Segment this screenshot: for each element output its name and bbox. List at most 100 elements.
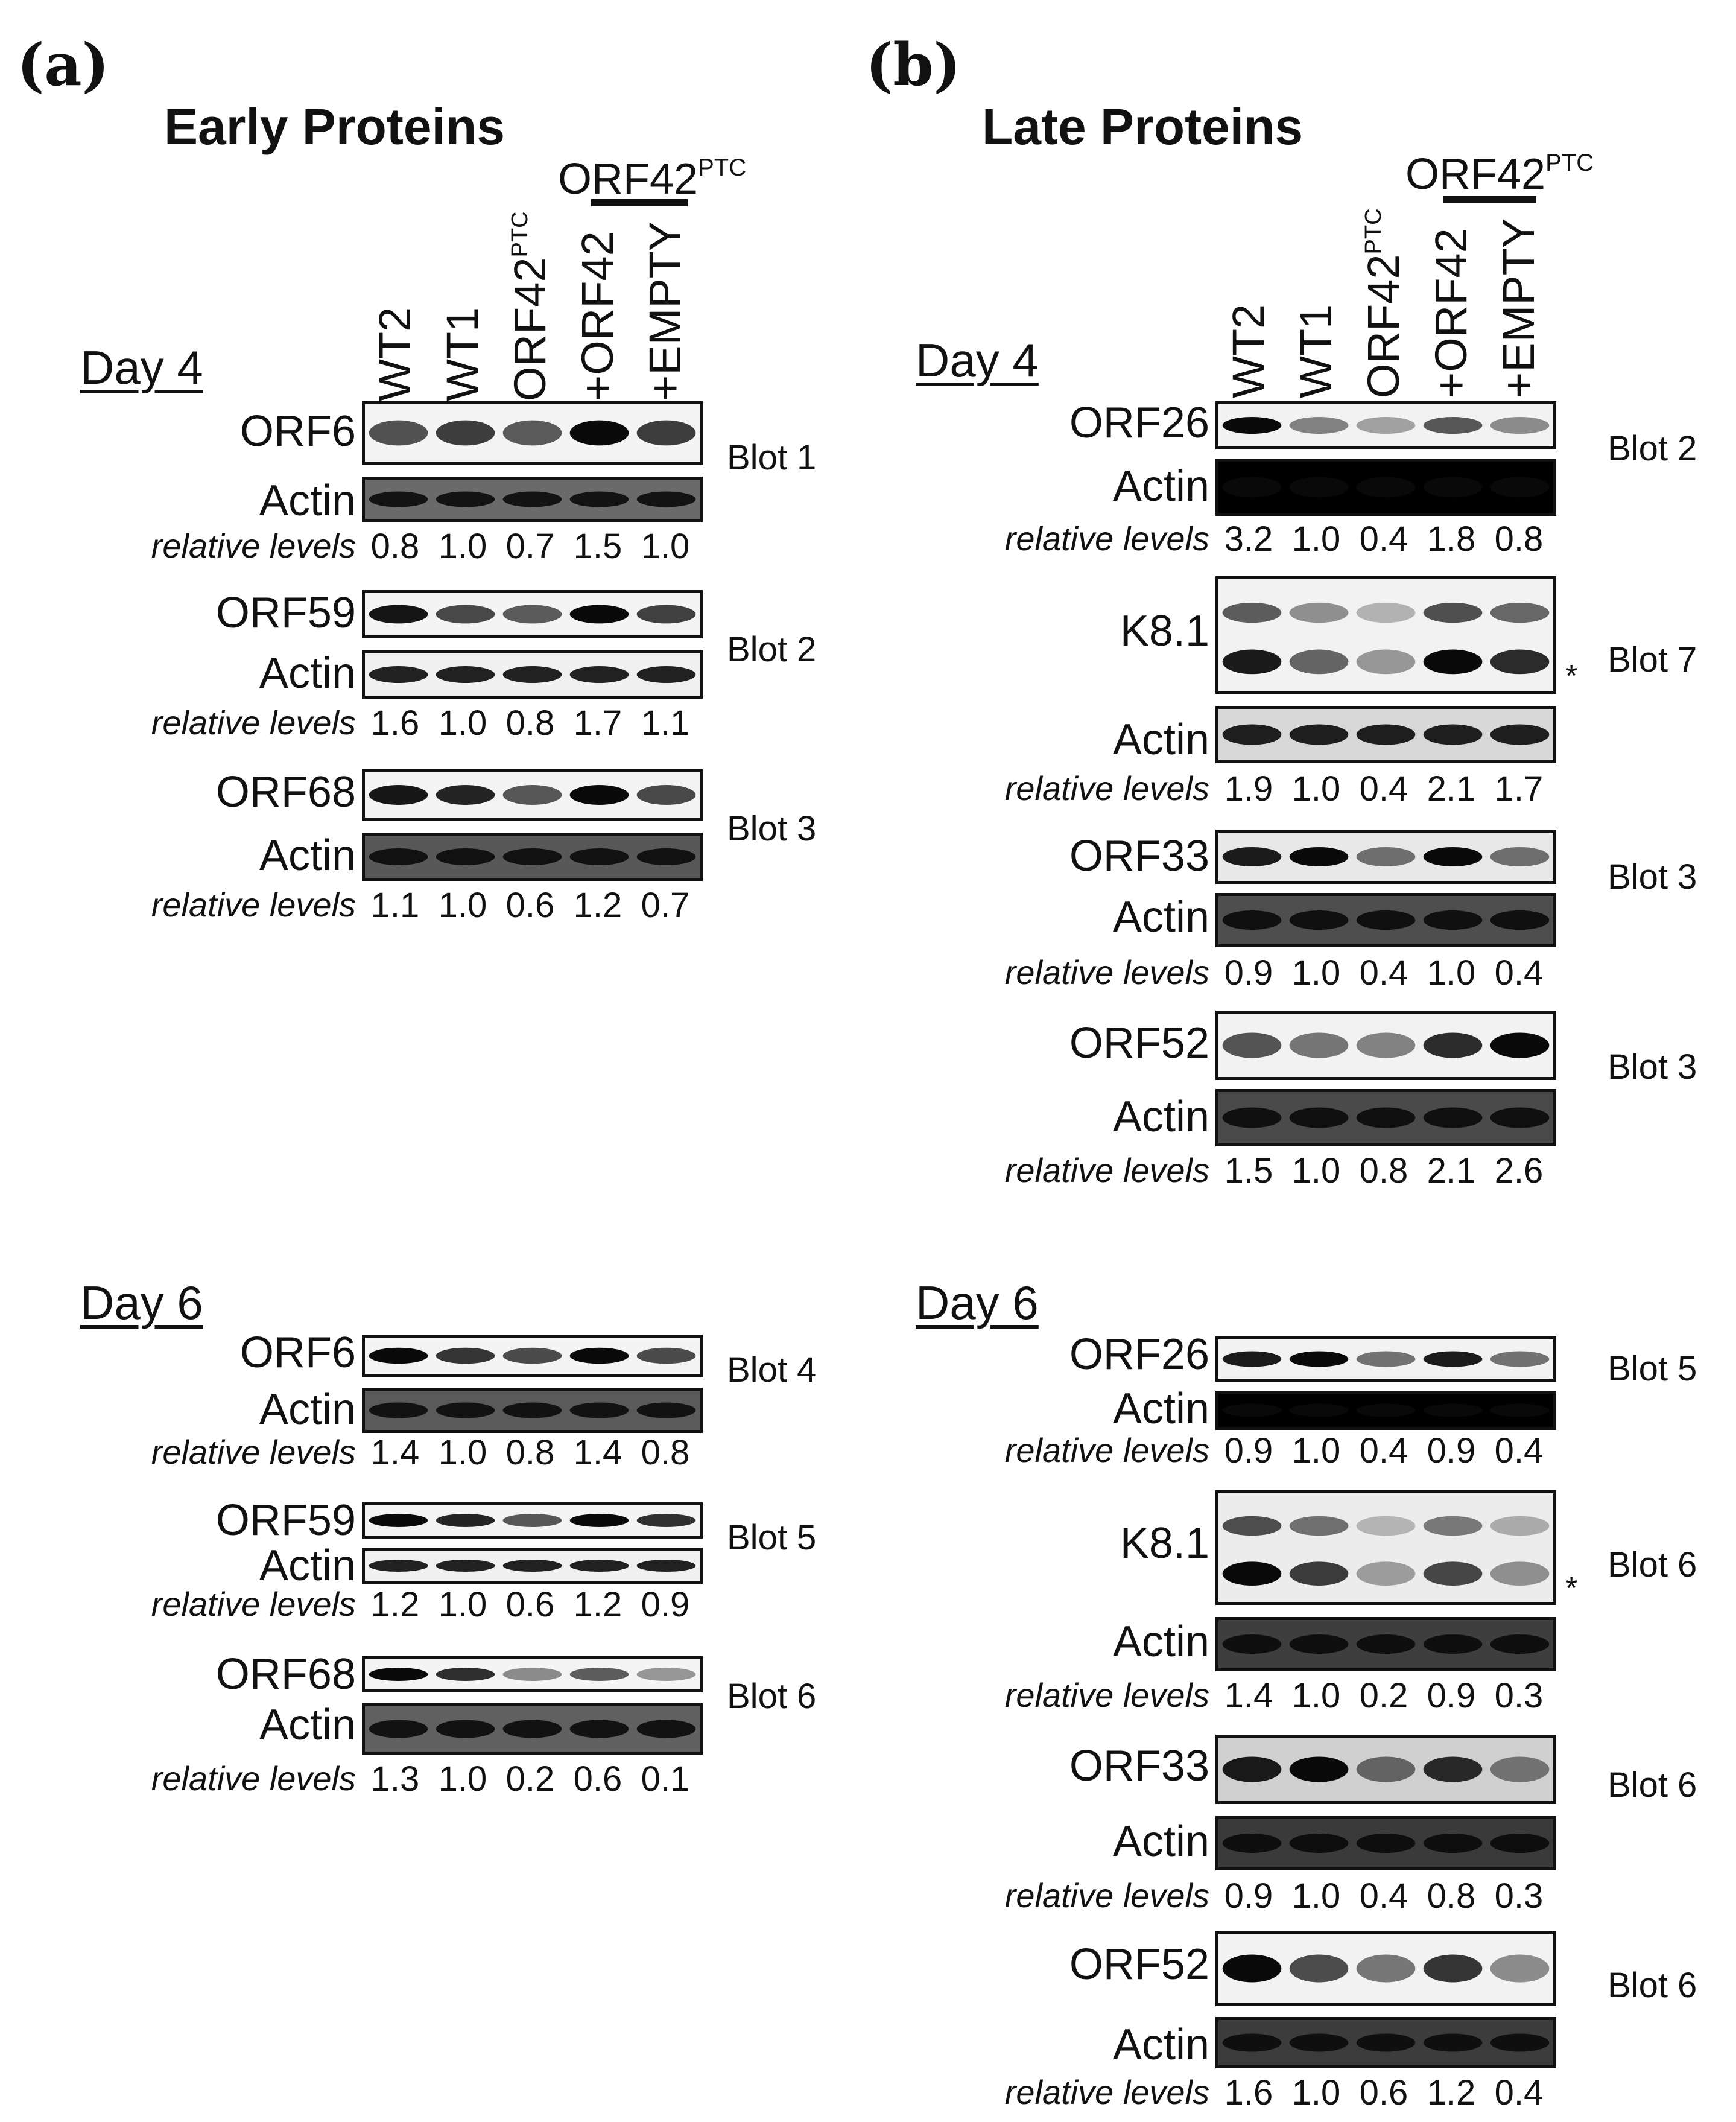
relative-level-value: 0.8 <box>1359 1151 1408 1190</box>
relative-level-value: 2.6 <box>1494 1151 1544 1190</box>
band <box>1356 910 1416 930</box>
band <box>1423 602 1483 623</box>
relative-level-value: 1.0 <box>1291 1876 1341 1916</box>
protein-blot <box>1215 1735 1556 1804</box>
lane-header: WT1 <box>1291 304 1341 398</box>
band <box>1222 910 1282 930</box>
band <box>569 1347 629 1364</box>
blot-image <box>365 404 700 462</box>
actin-label: Actin <box>259 1385 356 1434</box>
band <box>1289 649 1349 675</box>
protein-label: K8.1 <box>1120 1519 1209 1568</box>
band <box>1356 1756 1416 1782</box>
lane-header: +ORF42 <box>572 231 622 401</box>
relative-level-value: 1.5 <box>573 527 622 566</box>
protein-blot <box>362 769 703 821</box>
band <box>1490 1756 1550 1782</box>
band <box>502 666 562 683</box>
band <box>436 785 495 805</box>
band <box>569 1668 629 1681</box>
band <box>1356 1834 1416 1853</box>
relative-levels-label: relative levels <box>151 527 356 565</box>
day-label: Day 4 <box>80 341 203 394</box>
band <box>1490 1107 1550 1128</box>
lane-header-superscript: PTC <box>507 211 533 258</box>
relative-level-value: 1.0 <box>438 1585 487 1624</box>
band <box>502 491 562 507</box>
band <box>1222 724 1282 745</box>
band <box>1356 649 1416 675</box>
lane-header: ORF42PTC <box>1358 208 1408 398</box>
protein-blot <box>1215 1490 1556 1605</box>
relative-level-value: 3.2 <box>1224 519 1273 559</box>
band <box>1423 477 1483 498</box>
orf42-ptc-bracket-label: ORF42PTC <box>1405 151 1594 196</box>
lane-header-text: WT2 <box>370 307 420 401</box>
band <box>1490 602 1550 623</box>
band <box>502 1560 562 1572</box>
lane-header-superscript: PTC <box>1361 208 1386 255</box>
orf42-ptc-bracket-label: ORF42PTC <box>558 156 746 201</box>
blot-image <box>1218 1014 1553 1077</box>
relative-levels-label: relative levels <box>151 886 356 924</box>
protein-blot <box>362 1502 703 1539</box>
band <box>636 1720 696 1738</box>
blot-image <box>365 836 700 878</box>
band <box>1490 1403 1550 1417</box>
lane-header: ORF42PTC <box>505 211 555 401</box>
relative-level-value: 1.0 <box>1291 519 1341 559</box>
asterisk-marker: * <box>1565 659 1578 694</box>
blot-image <box>365 1338 700 1374</box>
blot-image <box>1218 1738 1553 1801</box>
blot-number-label: Blot 5 <box>727 1518 817 1557</box>
relative-level-value: 1.0 <box>438 1433 487 1472</box>
protein-label: ORF6 <box>239 1329 356 1377</box>
relative-level-value: 1.0 <box>438 886 487 925</box>
relative-level-value: 0.8 <box>641 1433 690 1472</box>
relative-levels-label: relative levels <box>1004 519 1209 558</box>
actin-label: Actin <box>259 1542 356 1590</box>
bracket-label-superscript: PTC <box>698 154 747 181</box>
blot-number-label: Blot 7 <box>1608 640 1697 679</box>
band <box>1356 602 1416 623</box>
relative-level-value: 1.9 <box>1224 769 1273 808</box>
blot-number-label: Blot 5 <box>1608 1349 1697 1388</box>
band <box>502 1720 562 1738</box>
blot-number-label: Blot 6 <box>1608 1545 1697 1584</box>
band <box>1356 1351 1416 1367</box>
relative-level-value: 1.0 <box>641 527 690 566</box>
blot-image <box>1218 579 1553 691</box>
relative-level-value: 0.4 <box>1359 1876 1408 1916</box>
lane-header: +EMPTY <box>640 221 690 401</box>
band <box>636 1402 696 1418</box>
relative-level-value: 1.2 <box>573 886 622 925</box>
band <box>1490 2033 1550 2052</box>
band <box>1289 1954 1349 1983</box>
panel-title-a: Early Proteins <box>164 98 505 155</box>
relative-levels-label: relative levels <box>1004 1431 1209 1469</box>
blot-image <box>1218 1394 1553 1427</box>
protein-blot <box>1215 1011 1556 1080</box>
relative-level-value: 0.8 <box>1427 1876 1476 1916</box>
panel-title-b: Late Proteins <box>982 98 1304 155</box>
actin-label: Actin <box>1112 1817 1209 1866</box>
band <box>1289 1834 1349 1853</box>
band <box>1289 1403 1349 1417</box>
band <box>569 1560 629 1572</box>
band <box>436 491 495 507</box>
band <box>436 1560 495 1572</box>
protein-blot <box>1215 1336 1556 1382</box>
lane-header: WT2 <box>1223 304 1273 398</box>
actin-label: Actin <box>1112 2021 1209 2069</box>
blot-number-label: Blot 4 <box>727 1350 817 1390</box>
blot-number-label: Blot 2 <box>727 630 817 669</box>
protein-label: ORF68 <box>215 768 356 816</box>
band <box>436 1402 495 1418</box>
actin-blot <box>1215 706 1556 763</box>
blot-image <box>1218 709 1553 760</box>
band <box>1289 1561 1349 1586</box>
relative-levels-label: relative levels <box>1004 953 1209 991</box>
band <box>369 1347 428 1364</box>
band <box>369 1402 428 1418</box>
relative-level-value: 0.9 <box>1427 1676 1476 1715</box>
